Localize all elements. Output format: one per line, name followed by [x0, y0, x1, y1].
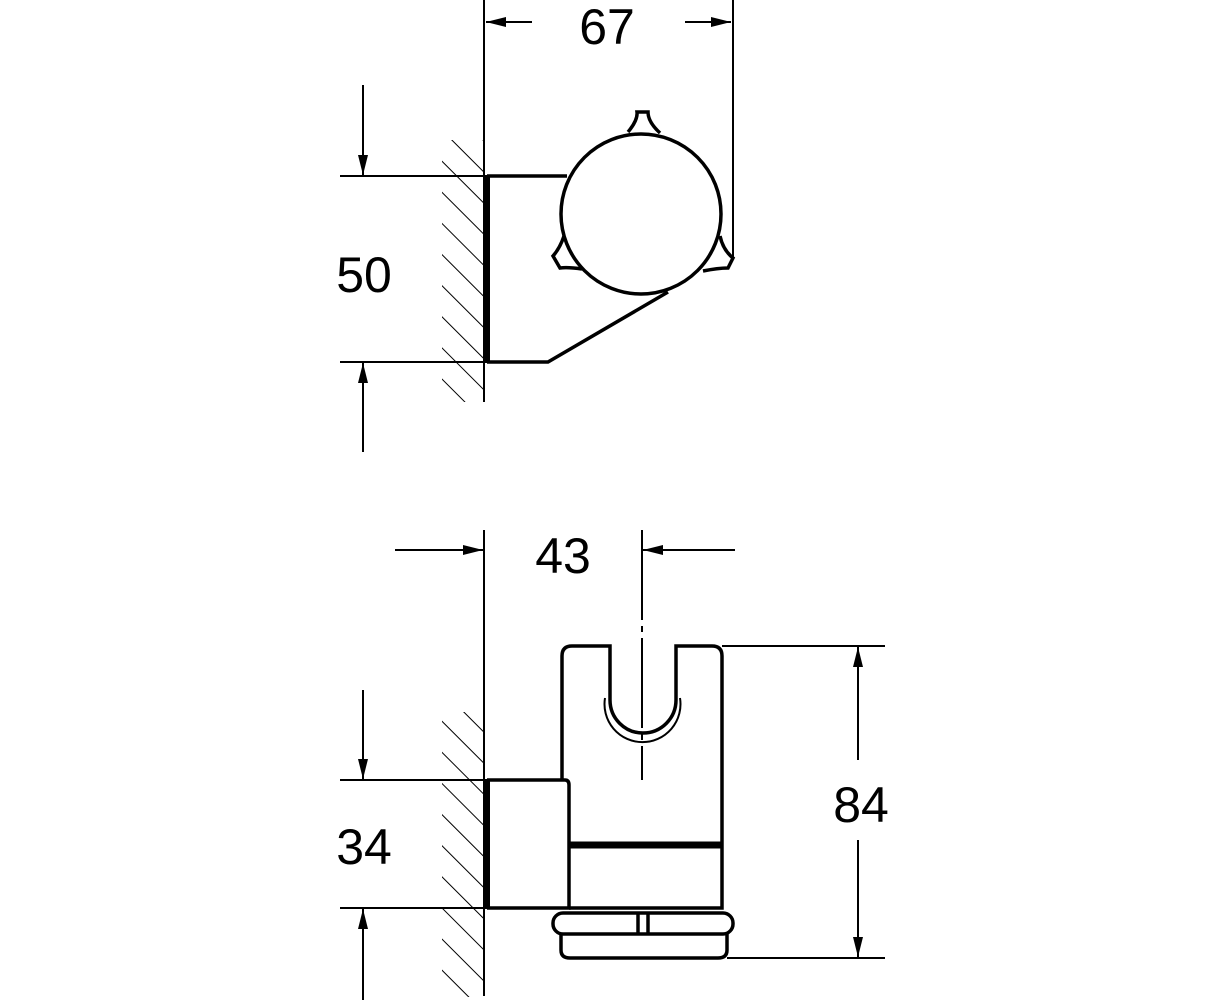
holder-cap-top — [551, 911, 735, 936]
dimension-width: 67 — [579, 0, 635, 55]
mount-block — [487, 778, 571, 910]
dimension-mount: 34 — [336, 819, 392, 875]
dimension-height: 84 — [833, 777, 889, 833]
dimension-height: 50 — [336, 247, 392, 303]
top-view: 67 50 — [336, 0, 736, 452]
wall-hatching — [442, 140, 484, 402]
knob-right — [702, 235, 736, 273]
side-view: 43 84 34 — [336, 528, 900, 1000]
holder-cradle-outline — [603, 697, 682, 744]
holder-body — [560, 644, 724, 910]
dimension-offset: 43 — [535, 528, 591, 584]
knob-left — [550, 235, 583, 271]
wall-hatching — [442, 712, 484, 997]
bracket-bottom-edge — [487, 290, 669, 364]
holder-cap-bottom — [559, 934, 729, 960]
knob-top — [626, 110, 662, 135]
holder-ring — [559, 132, 723, 296]
